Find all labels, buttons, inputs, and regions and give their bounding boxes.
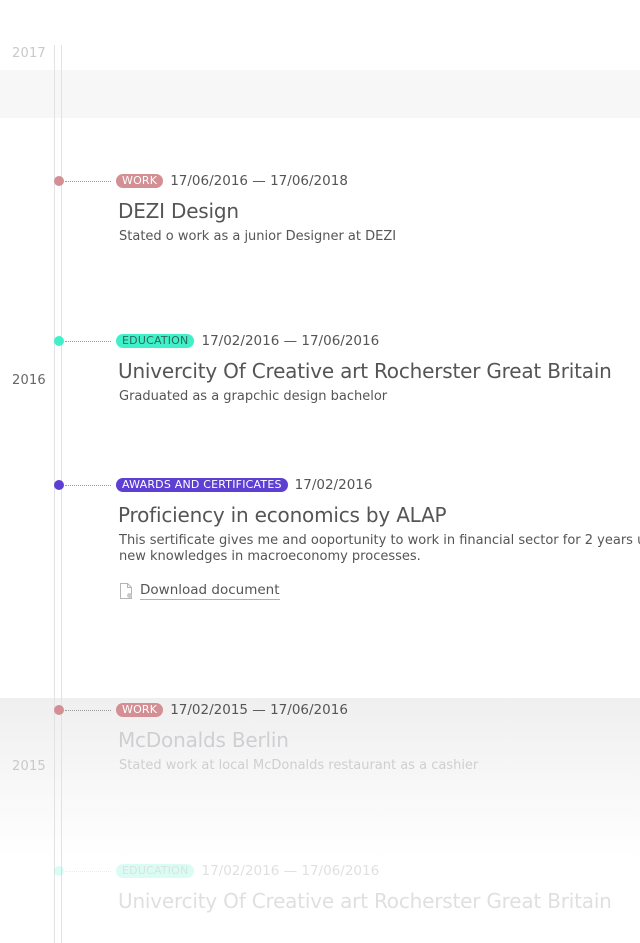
timeline-entry: WORK 17/02/2015 — 17/06/2016 McDonalds B…: [116, 702, 640, 774]
timeline-dot-education[interactable]: [54, 336, 64, 346]
dotted-leader: [65, 710, 111, 711]
timeline-entry: EDUCATION 17/02/2016 — 17/06/2016 Univer…: [116, 863, 640, 913]
entry-description: This sertificate gives me and ooportunit…: [119, 533, 640, 565]
dotted-leader: [65, 341, 111, 342]
entry-date: 17/02/2016 — 17/06/2016: [201, 333, 380, 349]
entry-date: 17/06/2016 — 17/06/2018: [170, 173, 348, 189]
dotted-leader: [65, 485, 111, 486]
download-document[interactable]: Download document: [119, 582, 640, 600]
timeline-entry: WORK 17/06/2016 — 17/06/2018 DEZI Design…: [116, 173, 640, 245]
timeline-entry: EDUCATION 17/02/2016 — 17/06/2016 Univer…: [116, 333, 640, 405]
description-line: This sertificate gives me and ooportunit…: [119, 533, 640, 548]
timeline-dot-work[interactable]: [54, 705, 64, 715]
category-badge-awards[interactable]: AWARDS AND CERTIFICATES: [116, 478, 288, 492]
timeline-dot-work[interactable]: [54, 176, 64, 186]
entry-title: Univercity Of Creative art Rocherster Gr…: [118, 889, 612, 913]
entry-description: Graduated as a grapchic design bachelor: [119, 389, 388, 404]
entry-date: 17/02/2016: [294, 477, 373, 493]
year-band-2017: [0, 70, 640, 118]
dotted-leader: [65, 871, 111, 872]
document-icon: [120, 583, 132, 599]
timeline-axis: [54, 45, 62, 943]
timeline-dot-awards[interactable]: [54, 480, 64, 490]
entry-title: McDonalds Berlin: [118, 728, 289, 752]
year-label-2017: 2017: [12, 46, 46, 61]
entry-date: 17/02/2016 — 17/06/2016: [201, 863, 380, 879]
entry-description: Stated work at local McDonalds restauran…: [119, 758, 479, 773]
timeline-dot-education[interactable]: [54, 866, 64, 876]
entry-description: Stated o work as a junior Designer at DE…: [119, 229, 397, 244]
entry-title: Univercity Of Creative art Rocherster Gr…: [118, 359, 612, 383]
category-badge-education[interactable]: EDUCATION: [116, 334, 195, 348]
entry-title: Proficiency in economics by ALAP: [118, 503, 447, 527]
category-badge-work[interactable]: WORK: [116, 174, 164, 188]
dotted-leader: [65, 181, 111, 182]
category-badge-education[interactable]: EDUCATION: [116, 864, 195, 878]
year-label-2015: 2015: [12, 759, 46, 774]
year-band-2015: [0, 698, 640, 943]
download-document-link[interactable]: Download document: [140, 582, 280, 600]
category-badge-work[interactable]: WORK: [116, 703, 164, 717]
year-label-2016: 2016: [12, 373, 46, 388]
timeline-entry: AWARDS AND CERTIFICATES 17/02/2016 Profi…: [116, 477, 640, 600]
entry-date: 17/02/2015 — 17/06/2016: [170, 702, 348, 718]
entry-title: DEZI Design: [118, 199, 239, 223]
description-line: new knowledges in macroeconomy processes…: [119, 549, 421, 564]
